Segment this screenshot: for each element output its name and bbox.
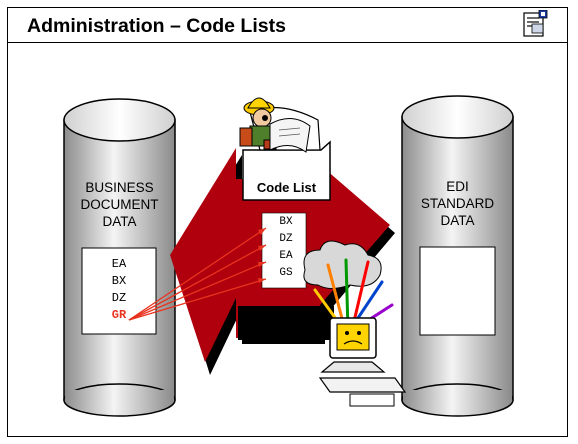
left-code-list: EA BX DZ GR	[82, 256, 156, 324]
label-line: DATA	[102, 214, 137, 229]
exploding-computer-icon	[303, 240, 407, 407]
mapping-lines	[128, 227, 267, 321]
speaker-notes-icon[interactable]	[523, 10, 549, 38]
label-line: DOCUMENT	[80, 197, 159, 212]
code-item: BX	[279, 216, 293, 228]
edi-standard-data-label: EDI STANDARD DATA	[410, 178, 505, 229]
label-line: DATA	[440, 213, 475, 228]
title-bar: Administration – Code Lists	[8, 8, 567, 43]
code-item-highlighted: GR	[111, 308, 127, 322]
business-document-cylinder	[63, 98, 176, 417]
code-list-label: Code List	[256, 180, 317, 195]
label-line: BUSINESS	[85, 180, 154, 195]
code-item: EA	[279, 250, 293, 262]
code-item: BX	[111, 274, 127, 288]
center-code-list: BX DZ EA GS	[268, 214, 304, 282]
explorer-with-map-icon	[239, 97, 311, 153]
code-item: EA	[111, 257, 127, 271]
label-line: EDI	[446, 179, 469, 194]
code-item: DZ	[111, 291, 127, 305]
label-line: STANDARD	[420, 196, 495, 211]
business-document-data-label: BUSINESS DOCUMENT DATA	[72, 179, 167, 230]
page-title: Administration – Code Lists	[27, 15, 286, 37]
edi-standard-cylinder	[401, 95, 514, 417]
code-item: DZ	[279, 233, 293, 245]
code-item: GS	[279, 267, 293, 279]
center-code-box	[261, 212, 307, 289]
arrowheads	[258, 228, 266, 283]
